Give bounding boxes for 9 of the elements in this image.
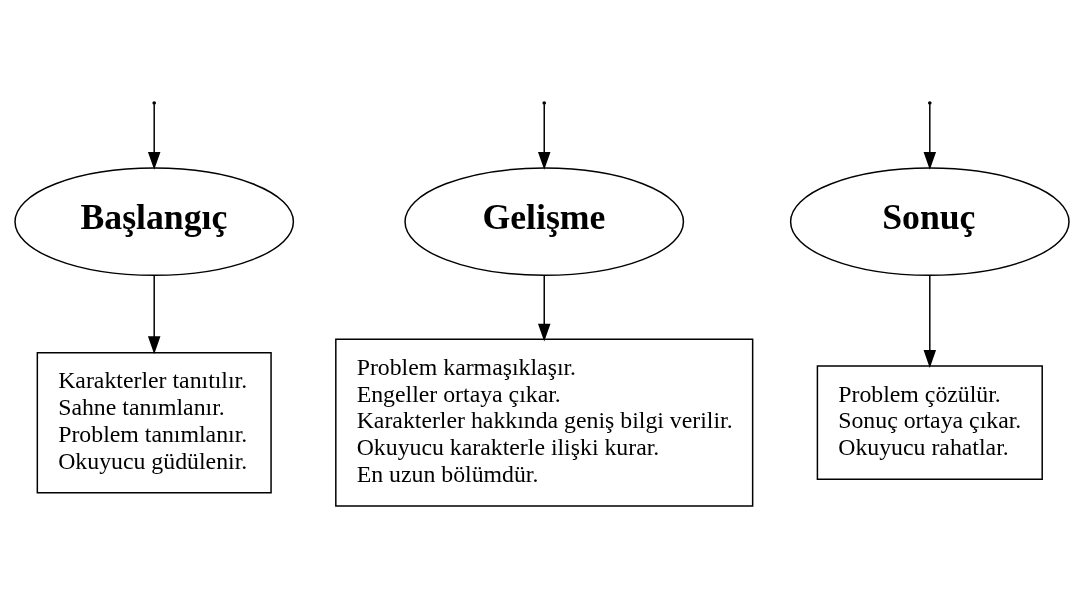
node-ellipse: Sonuç: [789, 167, 1070, 277]
node-ellipse: Gelişme: [404, 167, 685, 277]
node-box: Problem karmaşıklaşır. Engeller ortaya çıkar. Karakterler hakkında geniş bilgi verilir. Okuyucu karakterle ilişki kurar. En uzun bölümdür.: [335, 338, 754, 507]
node-ellipse: Başlangıç: [14, 167, 295, 277]
node-box: Karakterler tanıtılır. Sahne tanımlanır. Problem tanımlanır. Okuyucu güdülenir.: [36, 351, 272, 494]
arrow: [147, 275, 161, 355]
arrow: [923, 275, 937, 368]
arrow: [537, 275, 551, 342]
node-box: Problem çözülür. Sonuç ortaya çıkar. Okuyucu rahatlar.: [816, 365, 1043, 480]
